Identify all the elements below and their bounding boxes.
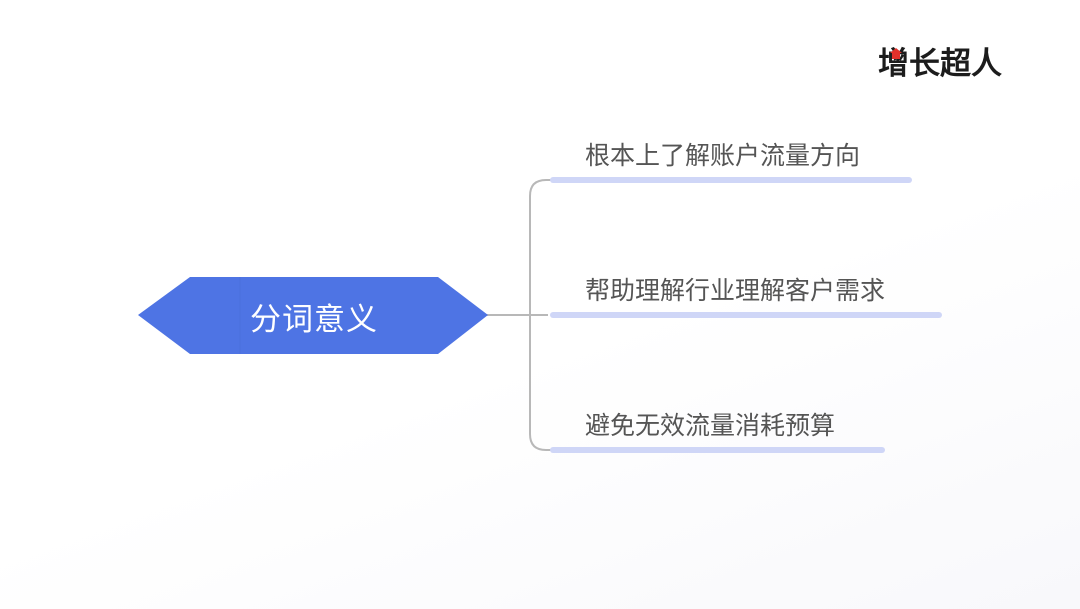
branch-underline-1 xyxy=(550,177,912,183)
central-topic-shape xyxy=(138,277,488,354)
branch-underline-3 xyxy=(550,447,885,453)
branch-label-2: 帮助理解行业理解客户需求 xyxy=(585,276,886,305)
house-icon xyxy=(890,48,902,59)
connector-branch-1 xyxy=(529,179,556,315)
branch-label-3: 避免无效流量消耗预算 xyxy=(585,411,836,440)
connector-branch-3 xyxy=(529,315,556,451)
central-topic-label: 分词意义 xyxy=(250,301,378,338)
branch-label-1: 根本上了解账户流量方向 xyxy=(585,141,861,170)
brand-logo: 增长超人 xyxy=(878,42,1038,86)
branch-underline-2 xyxy=(550,312,942,318)
